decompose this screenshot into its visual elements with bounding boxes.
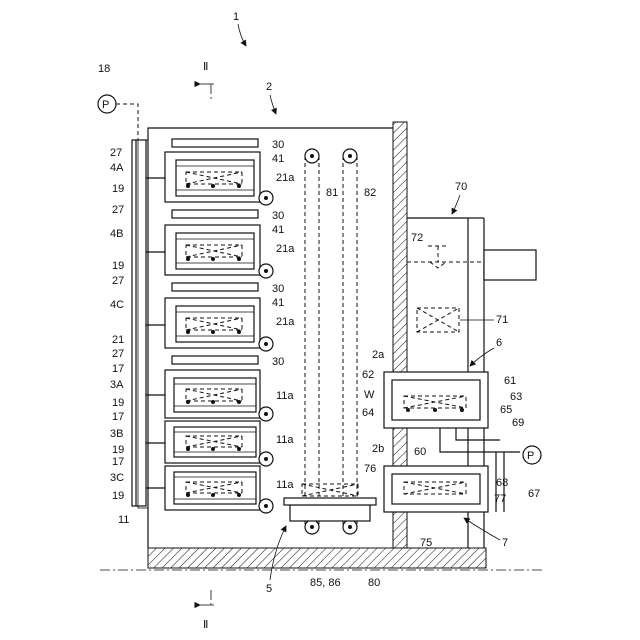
- ref-63: 63: [510, 391, 522, 403]
- ref-21a-2: 21a: [276, 243, 295, 255]
- left-duct: [132, 140, 146, 506]
- unit-4C: [165, 298, 273, 364]
- unit-4B: [165, 225, 273, 291]
- conveyor-81-82: [305, 149, 357, 534]
- ref-71: 71: [496, 314, 508, 326]
- ref-75: 75: [420, 537, 432, 549]
- ref-11a-2: 11a: [276, 434, 294, 446]
- ref-3A: 3A: [110, 379, 124, 391]
- ref-6: 6: [496, 337, 502, 349]
- ref-2a: 2a: [372, 349, 385, 361]
- ref-85-86: 85, 86: [310, 577, 341, 589]
- module-6: [384, 372, 488, 428]
- ref-70: 70: [455, 181, 467, 193]
- ref-2: 2: [266, 81, 272, 93]
- ref-30d: 30: [272, 356, 284, 368]
- ref-19b: 19: [112, 260, 124, 272]
- ref-17a: 17: [112, 363, 124, 375]
- ref-3C: 3C: [110, 472, 124, 484]
- ref-19d: 19: [112, 444, 124, 456]
- ref-11a-1: 11a: [276, 390, 294, 402]
- mechanism-72: [428, 246, 448, 268]
- ref-W: W: [364, 389, 375, 401]
- module-7: [384, 466, 488, 512]
- unit-3A: [165, 370, 273, 421]
- ref-80: 80: [368, 577, 380, 589]
- ref-77: 77: [494, 493, 506, 505]
- base-frame: [148, 548, 486, 568]
- ref-27a: 27: [110, 147, 122, 159]
- ref-41a: 41: [272, 153, 284, 165]
- ref-61: 61: [504, 375, 516, 387]
- unit-3C: [165, 466, 273, 513]
- ref-27c: 27: [112, 275, 124, 287]
- ref-21a-3: 21a: [276, 316, 295, 328]
- ref-62: 62: [362, 369, 374, 381]
- ref-27b: 27: [112, 204, 124, 216]
- ref-19c: 19: [112, 397, 124, 409]
- unit-4A: [165, 139, 273, 218]
- ref-19e: 19: [112, 490, 124, 502]
- ref-4B: 4B: [110, 228, 123, 240]
- ref-21a-1: 21a: [276, 172, 295, 184]
- ref-41b: 41: [272, 224, 284, 236]
- drive-unit-70: [484, 250, 536, 280]
- ref-30a: 30: [272, 139, 284, 151]
- ref-3B: 3B: [110, 428, 123, 440]
- ref-11a-3: 11a: [276, 479, 294, 491]
- ref-11: 11: [118, 514, 129, 526]
- ref-67: 67: [528, 488, 540, 500]
- section-mark-top: Ⅱ: [203, 61, 208, 73]
- ref-19a: 19: [112, 183, 124, 195]
- pump-18-symbol: P: [102, 99, 109, 111]
- ref-7: 7: [502, 537, 508, 549]
- ref-4C: 4C: [110, 299, 124, 311]
- ref-30b: 30: [272, 210, 284, 222]
- ref-2b: 2b: [372, 443, 384, 455]
- ref-30c: 30: [272, 283, 284, 295]
- section-mark-bottom: Ⅱ: [203, 619, 208, 631]
- carriage-5: [284, 484, 376, 521]
- ref-17b: 17: [112, 411, 124, 423]
- ref-60: 60: [414, 446, 426, 458]
- ref-17c: 17: [112, 456, 124, 468]
- ref-76: 76: [364, 463, 376, 475]
- ref-27d: 27: [112, 348, 124, 360]
- ref-41c: 41: [272, 297, 284, 309]
- pump-67-symbol: P: [527, 450, 534, 462]
- ref-82: 82: [364, 187, 376, 199]
- ref-72: 72: [411, 232, 423, 244]
- ref-18: 18: [98, 63, 110, 75]
- duct-connectors: [146, 178, 165, 488]
- ref-69: 69: [512, 417, 524, 429]
- figure-ref-label: 1: [233, 11, 239, 23]
- unit-3B: [165, 421, 273, 466]
- ref-5: 5: [266, 583, 272, 595]
- ref-65: 65: [500, 404, 512, 416]
- ref-64: 64: [362, 407, 374, 419]
- ref-21: 21: [112, 334, 124, 346]
- ref-68: 68: [496, 477, 508, 489]
- ref-81: 81: [326, 187, 338, 199]
- ref-4A: 4A: [110, 162, 124, 174]
